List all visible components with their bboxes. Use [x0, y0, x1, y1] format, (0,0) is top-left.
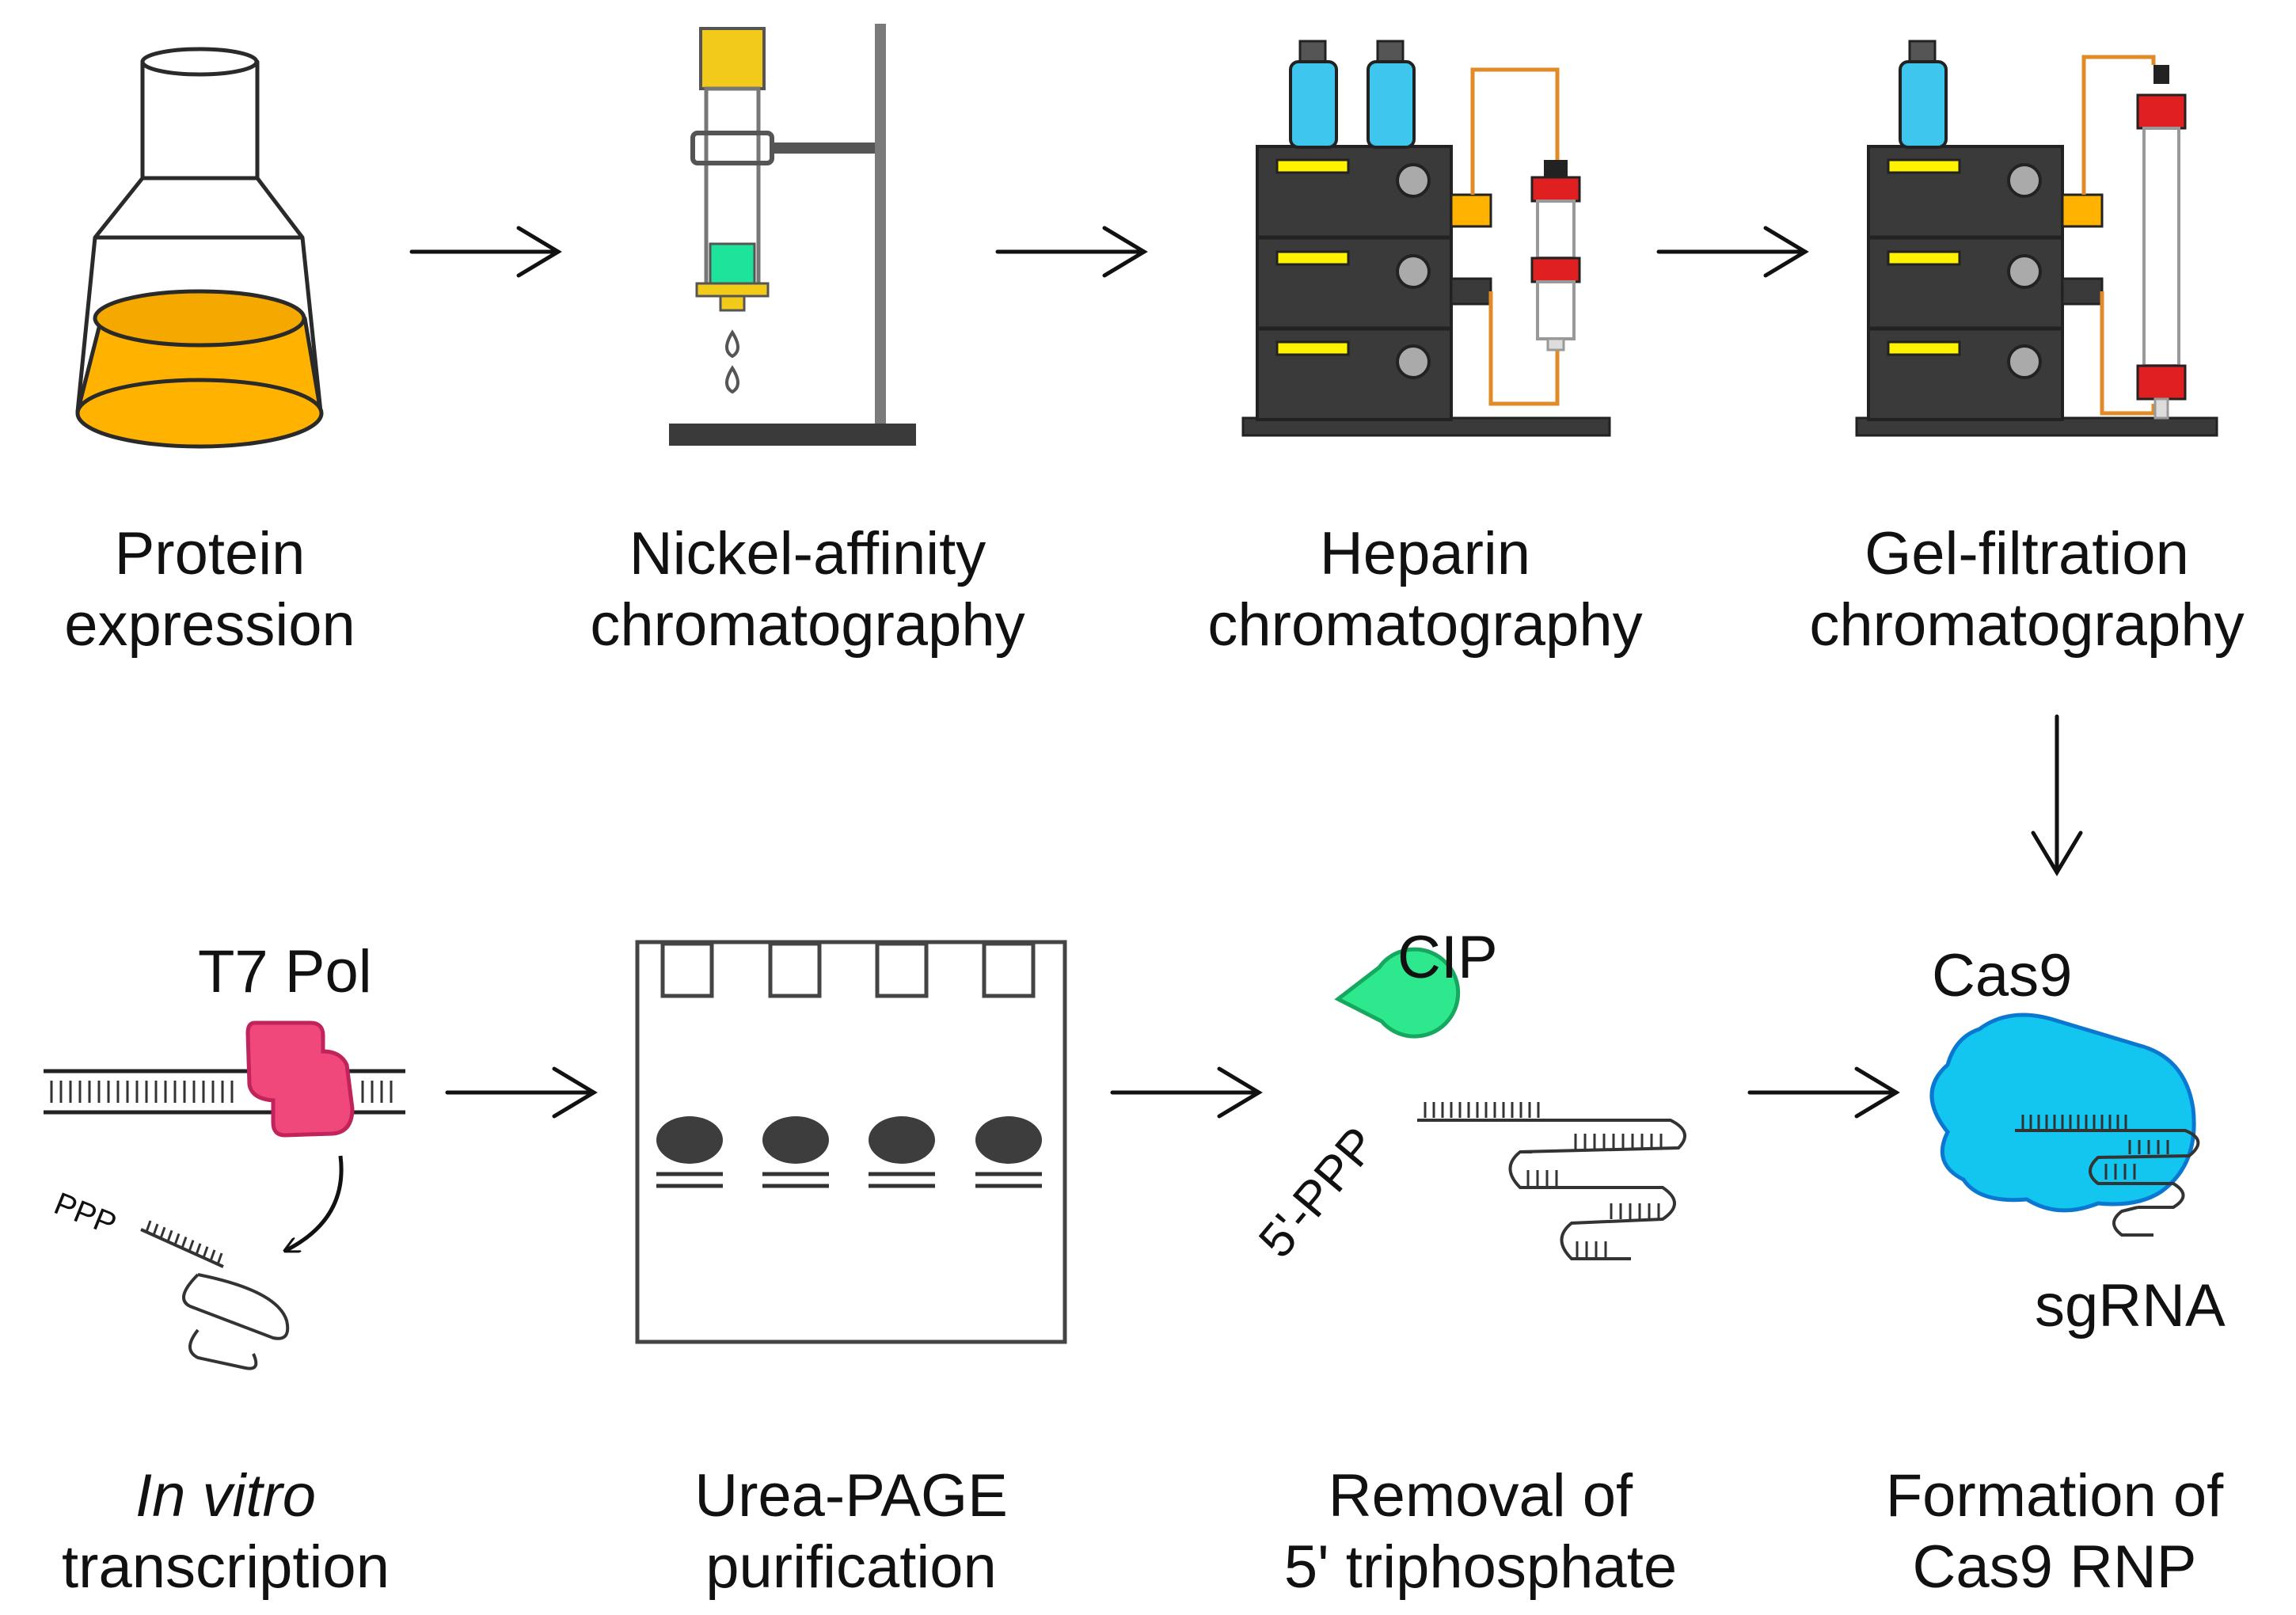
label-line: Gel-filtration [1865, 520, 2189, 587]
base-tick [159, 1226, 166, 1239]
label-formation: Formation of Cas9 RNP [1821, 1461, 2288, 1603]
sgrna-dephosphorylated [1417, 1119, 1686, 1260]
label-line: chromatography [1809, 591, 2245, 659]
cip-enzyme-icon [1334, 947, 1461, 1039]
label-line: chromatography [1207, 591, 1643, 659]
fplc-gel-filtration-icon [1855, 40, 2218, 437]
base-tick [166, 1229, 173, 1242]
label-nickel-affinity: Nickel-affinity chromatography [554, 519, 1061, 661]
sgrna-stem-ticks-2 [1526, 1170, 1558, 1186]
label-line: 5' triphosphate [1283, 1533, 1678, 1601]
label-line: Heparin [1319, 520, 1531, 587]
flow-arrows [409, 226, 2083, 1119]
base-tick [195, 1243, 202, 1256]
sgrna-stem-ticks-4 [1576, 1241, 1607, 1257]
dna-ticks-left [50, 1081, 234, 1103]
base-tick [188, 1240, 195, 1252]
arrow-3 [1656, 226, 1809, 278]
label-gel-filtration: Gel-filtration chromatography [1773, 519, 2280, 661]
sgrna-label: sgRNA [2035, 1272, 2226, 1340]
fplc-heparin-icon [1241, 40, 1611, 437]
transcription-arrow [285, 1155, 344, 1251]
base-tick [209, 1249, 216, 1262]
label-protein-expression: Protein expression [16, 519, 404, 661]
t7-polymerase-icon [245, 1020, 355, 1138]
arrow-6 [1747, 1066, 1900, 1119]
arrow-1 [409, 226, 562, 278]
dna-ticks-right [361, 1081, 393, 1103]
label-line: Cas9 RNP [1912, 1533, 2197, 1601]
base-tick [216, 1252, 223, 1265]
label-line: Protein [114, 520, 306, 587]
rnp-stem-ticks [2104, 1164, 2136, 1180]
label-line: In vitro [135, 1462, 317, 1530]
arrow-4 [445, 1066, 598, 1119]
rna-strand [140, 1220, 224, 1268]
t7-pol-label: T7 Pol [198, 938, 372, 1005]
base-tick [181, 1236, 188, 1249]
tick-marks [50, 1081, 2169, 1268]
base-tick [145, 1220, 152, 1233]
label-line: Urea-PAGE [694, 1462, 1008, 1530]
base-tick [173, 1233, 181, 1245]
base-tick [152, 1223, 159, 1236]
arrow-down [2031, 714, 2083, 876]
flask-icon [75, 47, 324, 449]
label-line: Nickel-affinity [629, 520, 986, 587]
label-urea-page: Urea-PAGE purification [633, 1461, 1069, 1603]
cip-label: CIP [1397, 924, 1498, 991]
label-line: Removal of [1328, 1462, 1633, 1530]
sgrna-stem-ticks-1 [1574, 1134, 1663, 1150]
label-line: expression [64, 591, 355, 659]
label-line: Formation of [1885, 1462, 2224, 1530]
label-removal: Removal of 5' triphosphate [1235, 1461, 1726, 1603]
label-line: chromatography [590, 591, 1025, 659]
cas9-label: Cas9 [1932, 942, 2073, 1009]
cas9-rnp-icon [1929, 1013, 2200, 1237]
label-in-vitro: In vitro transcription [16, 1461, 435, 1603]
gel-icon [635, 940, 1067, 1344]
label-heparin: Heparin chromatography [1172, 519, 1678, 661]
rna-product [182, 1273, 290, 1370]
sgrna-spacer-ticks [1424, 1102, 1540, 1118]
base-tick [202, 1246, 209, 1259]
label-line: purification [705, 1533, 997, 1601]
sgrna-stem-ticks-3 [1610, 1203, 1660, 1219]
arrow-5 [1110, 1066, 1263, 1119]
arrow-2 [995, 226, 1148, 278]
rnp-stem-ticks-2 [2128, 1140, 2169, 1154]
gravity-column-icon [669, 24, 916, 446]
label-line: transcription [62, 1533, 390, 1601]
rnp-spacer-ticks [2021, 1115, 2127, 1129]
